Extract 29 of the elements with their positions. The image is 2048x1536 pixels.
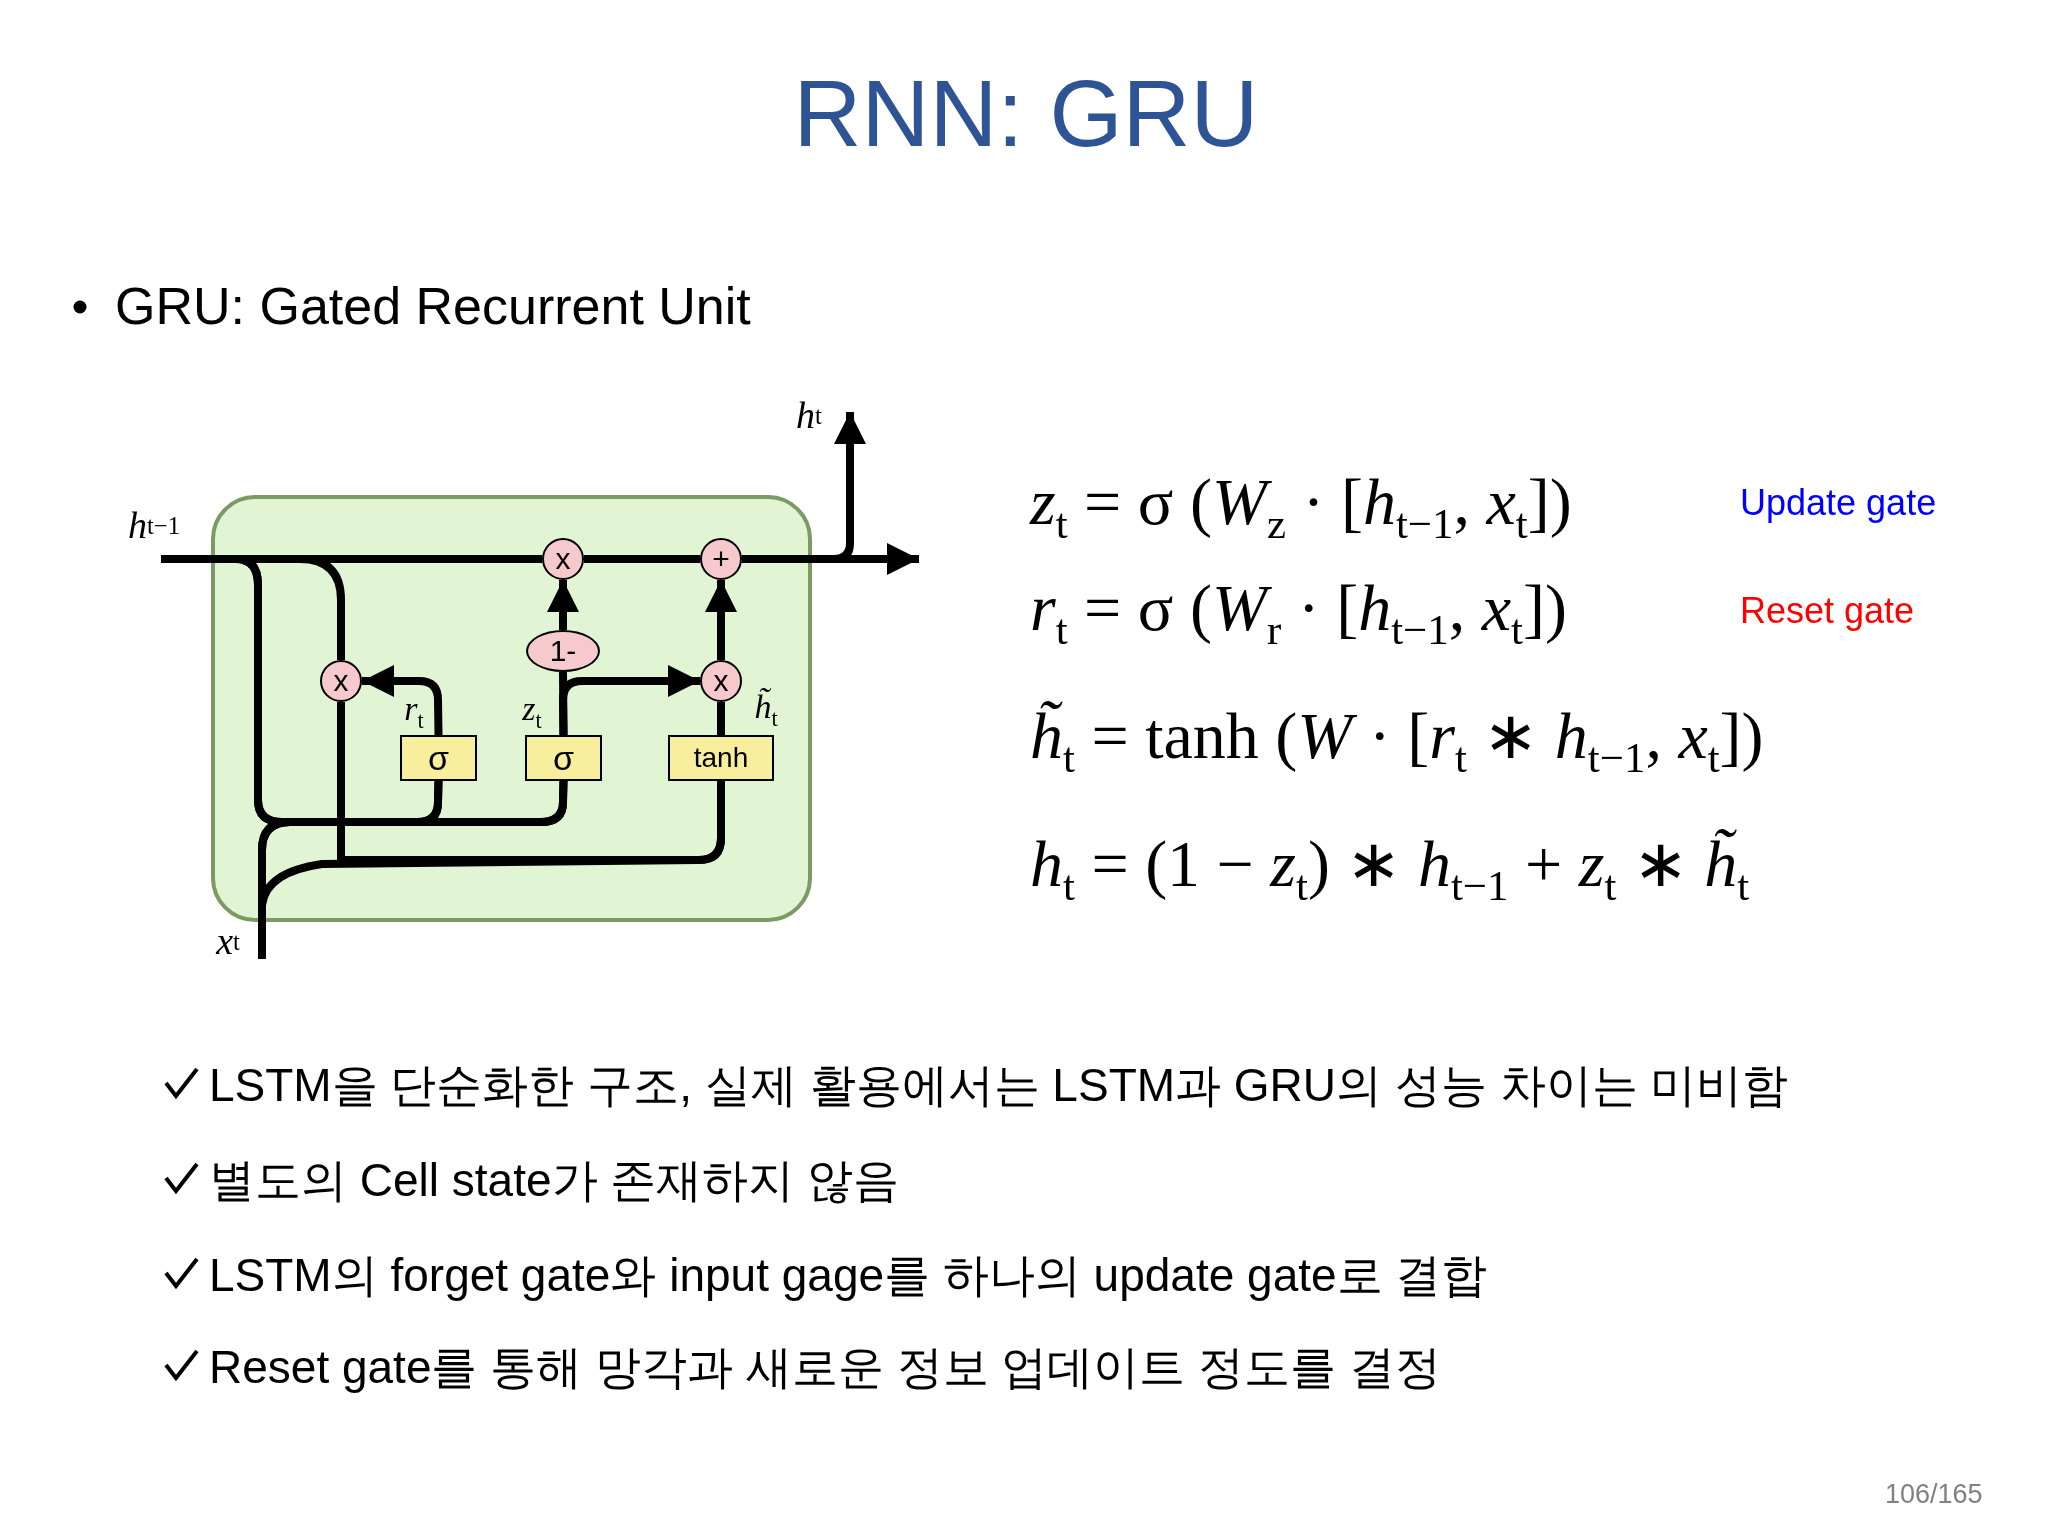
connector-line: [337, 702, 725, 864]
equation: z$_{t}$ = σ (W$_{z}$ · [h$_{t−1}$, x$_{t}$]): [1030, 466, 1572, 548]
arrow: [705, 580, 737, 660]
gate-label: Update gate: [1740, 483, 1937, 523]
arrow: [547, 580, 579, 630]
cell-box: [211, 495, 812, 922]
arrow: [559, 665, 700, 736]
equation: h$_{t}$ = (1 − z$_{t}$) ∗ h$_{t−1}$ + z$_{t}$ ∗ h̃$_{t}$: [1030, 828, 1750, 910]
gate-label: Reset gate: [1740, 591, 1915, 631]
note-text: LSTM을 단순화한 구조, 실제 활용에서는 LSTM과 GRU의 성능 차이는 미비함: [209, 1060, 1789, 1111]
note-text: LSTM의 forget gate와 input gage를 하나의 update gate로 결합: [209, 1250, 1488, 1301]
activation-box: σ: [525, 735, 602, 781]
activation-box: tanh: [668, 735, 774, 781]
operation-ellipse: 1-: [526, 630, 600, 672]
note-text: 별도의 Cell state가 존재하지 않음: [209, 1155, 900, 1206]
note-text: Reset gate를 통해 망각과 새로운 정보 업데이트 정도를 결정: [209, 1342, 1441, 1393]
connector-line: [584, 555, 700, 563]
arrow: [362, 665, 443, 736]
operation-circle: +: [700, 538, 742, 580]
activation-box: σ: [400, 735, 477, 781]
operation-circle: x: [700, 660, 742, 702]
operation-circle: x: [542, 538, 584, 580]
operation-circle: x: [320, 660, 362, 702]
slide-title: RNN: GRU: [793, 62, 1259, 166]
bullet-text: GRU: Gated Recurrent Unit: [115, 278, 751, 336]
page-number: 106/165: [1885, 1480, 1983, 1510]
equation: r$_{t}$ = σ (W$_{r}$ · [h$_{t−1}$, x$_{t}$]): [1030, 572, 1567, 654]
connector-line: [717, 702, 725, 735]
equation: h̃$_{t}$ = tanh (W · [r$_{t}$ ∗ h$_{t−1}$, x$_{t}$]): [1030, 700, 1764, 782]
